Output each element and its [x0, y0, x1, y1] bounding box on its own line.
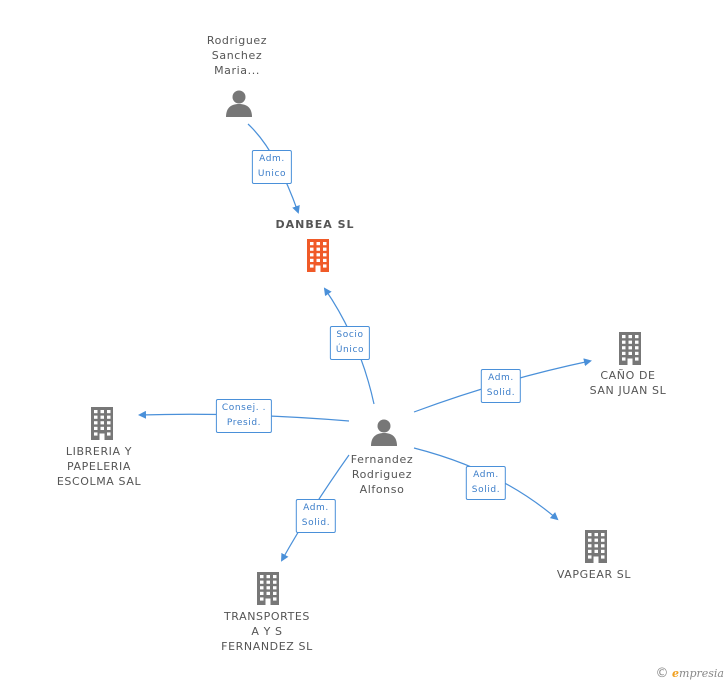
node-label-line: Maria...: [214, 64, 260, 77]
relation-label-line: Adm.: [488, 373, 514, 383]
relation-label-fernandez-to-cano[interactable]: Adm. Solid.: [480, 369, 522, 403]
node-label-line: SAN JUAN SL: [589, 384, 667, 397]
node-label-line: PAPELERIA: [67, 460, 131, 473]
node-label-libreria[interactable]: LIBRERIA Y PAPELERIA ESCOLMA SAL: [57, 444, 141, 489]
building-icon-danbea[interactable]: [303, 238, 333, 276]
relation-label-line: Unico: [257, 169, 287, 179]
relation-label-fernandez-to-libreria[interactable]: Consej. . Presid.: [215, 399, 273, 433]
node-label-danbea[interactable]: DANBEA SL: [275, 217, 354, 232]
relation-label-line: Único: [335, 345, 365, 355]
relation-label-fernandez-to-transportes[interactable]: Adm. Solid.: [295, 499, 337, 533]
person-icon-rodriguez[interactable]: [224, 88, 254, 122]
relation-label-line: Solid.: [471, 485, 501, 495]
node-label-line: Fernandez: [350, 453, 414, 466]
node-label-line: VAPGEAR SL: [556, 568, 632, 581]
node-label-line: Rodriguez: [351, 468, 413, 481]
building-icon-vapgear[interactable]: [581, 529, 611, 567]
copyright-symbol: ©: [655, 666, 669, 681]
node-label-line: CAÑO DE: [600, 369, 656, 382]
relation-label-line: Presid.: [226, 418, 262, 428]
relation-label-line: Solid.: [486, 388, 516, 398]
relation-label-line: Adm.: [303, 503, 329, 513]
building-icon-transportes[interactable]: [253, 571, 283, 609]
brand-logo-text: mpresia: [679, 667, 724, 680]
node-label-line: DANBEA SL: [275, 218, 355, 231]
relation-label-line: Adm.: [473, 470, 499, 480]
node-label-line: Rodriguez: [206, 34, 268, 47]
brand-credit: © empresia: [656, 666, 724, 681]
relation-label-fernandez-to-vapgear[interactable]: Adm. Solid.: [465, 466, 507, 500]
node-label-line: TRANSPORTES: [223, 610, 311, 623]
brand-logo-initial: e: [672, 667, 680, 680]
node-label-transportes[interactable]: TRANSPORTES A Y S FERNANDEZ SL: [221, 609, 313, 654]
relation-label-rodriguez-to-danbea[interactable]: Adm. Unico: [251, 150, 293, 184]
node-label-line: LIBRERIA Y: [65, 445, 133, 458]
node-label-line: Alfonso: [359, 483, 405, 496]
person-icon-fernandez[interactable]: [369, 417, 399, 451]
relation-label-line: Consej. .: [221, 403, 267, 413]
node-label-line: ESCOLMA SAL: [56, 475, 142, 488]
node-label-line: FERNANDEZ SL: [221, 640, 313, 653]
building-icon-libreria[interactable]: [87, 406, 117, 444]
node-label-cano[interactable]: CAÑO DE SAN JUAN SL: [590, 368, 667, 398]
building-icon-cano[interactable]: [615, 331, 645, 369]
relation-label-line: Socio: [336, 330, 364, 340]
node-label-line: Sanchez: [211, 49, 263, 62]
relation-label-line: Adm.: [259, 154, 285, 164]
relation-label-line: Solid.: [301, 518, 331, 528]
node-label-line: A Y S: [251, 625, 283, 638]
node-label-vapgear[interactable]: VAPGEAR SL: [557, 567, 631, 582]
